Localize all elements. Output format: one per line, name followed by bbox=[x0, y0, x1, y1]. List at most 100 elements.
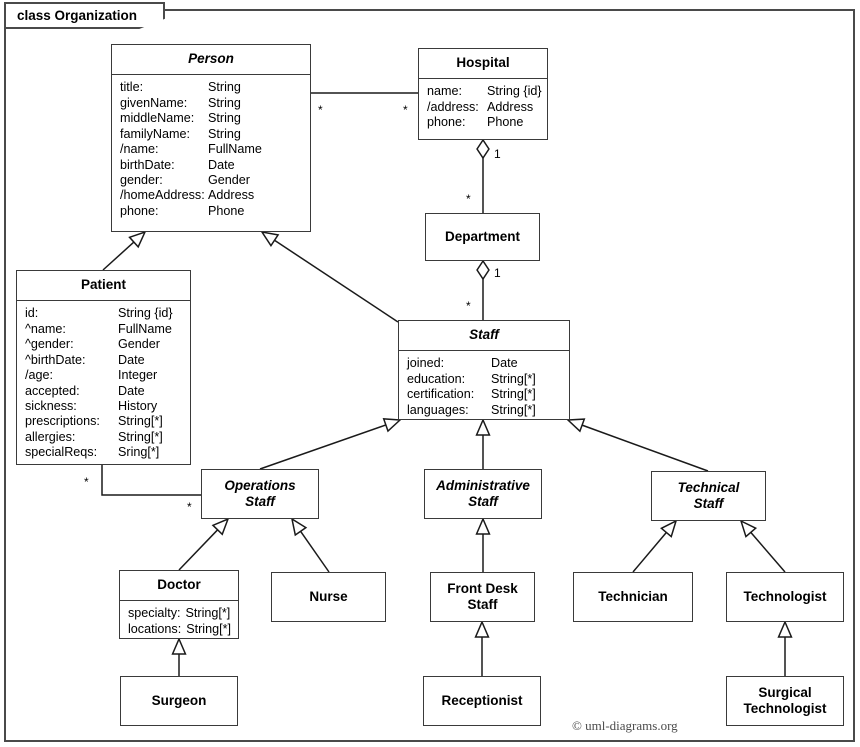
attribute-type: Date bbox=[118, 383, 145, 398]
attribute-name: specialty: bbox=[128, 606, 181, 621]
attribute-name: gender: bbox=[120, 172, 163, 187]
attribute-name: /address: bbox=[427, 99, 479, 114]
attribute-row: locations:String[*] bbox=[120, 622, 238, 637]
attribute-row: phone: Phone bbox=[419, 115, 547, 130]
attribute-type: Date bbox=[118, 352, 145, 367]
attribute-row: /homeAddress:Address bbox=[112, 188, 310, 203]
class-box-technologist[interactable]: Technologist bbox=[726, 572, 844, 622]
attribute-name: allergies: bbox=[25, 429, 76, 444]
attribute-name: accepted: bbox=[25, 383, 80, 398]
attribute-row: sickness: History bbox=[17, 399, 190, 414]
attribute-type: Phone bbox=[487, 115, 524, 130]
attribute-row: accepted: Date bbox=[17, 384, 190, 399]
attribute-type: Phone bbox=[208, 203, 245, 218]
class-name-nurse: Nurse bbox=[309, 588, 348, 604]
attribute-row: specialReqs: Sring[*] bbox=[17, 445, 190, 460]
attribute-row: languages: String[*] bbox=[399, 403, 569, 418]
attribute-type: String[*] bbox=[186, 621, 232, 636]
attribute-row: ^name:FullName bbox=[17, 322, 190, 337]
attribute-type: String[*] bbox=[185, 606, 231, 621]
attribute-type: String bbox=[208, 80, 241, 95]
attribute-name: familyName: bbox=[120, 126, 190, 141]
attribute-row: joined: Date bbox=[399, 356, 569, 371]
attribute-row: familyName: String bbox=[112, 127, 310, 142]
attribute-type: FullName bbox=[118, 321, 172, 336]
attribute-row: allergies: String[*] bbox=[17, 430, 190, 445]
attribute-type: String bbox=[208, 95, 241, 110]
class-name-receptionist: Receptionist bbox=[441, 692, 523, 708]
attribute-row: /name:FullName bbox=[112, 142, 310, 157]
class-box-department[interactable]: Department bbox=[425, 213, 540, 261]
attribute-type: String {id} bbox=[118, 306, 173, 321]
attribute-name: /homeAddress: bbox=[120, 188, 205, 203]
attribute-type: Sring[*] bbox=[118, 445, 160, 460]
attribute-row: ^gender: Gender bbox=[17, 337, 190, 352]
attribute-name: ^gender: bbox=[25, 337, 74, 352]
class-box-technician[interactable]: Technician bbox=[573, 572, 693, 622]
attribute-row: /address: Address bbox=[419, 100, 547, 115]
class-box-surgeon[interactable]: Surgeon bbox=[120, 676, 238, 726]
attribute-type: Gender bbox=[118, 337, 161, 352]
attribute-type: String[*] bbox=[491, 371, 536, 386]
attribute-type: String[*] bbox=[491, 387, 536, 402]
class-attributes-patient: id: String {id}^name:FullName^gender: Gend… bbox=[17, 301, 190, 466]
attribute-row: specialty: String[*] bbox=[120, 606, 238, 621]
attribute-name: education: bbox=[407, 371, 466, 386]
attribute-type: String[*] bbox=[491, 402, 536, 417]
attribute-row: birthDate:Date bbox=[112, 158, 310, 173]
attribute-name: joined: bbox=[407, 356, 445, 371]
class-name-surgeon: Surgeon bbox=[151, 692, 207, 708]
attribute-row: name:String {id} bbox=[419, 84, 547, 99]
attribute-type: String bbox=[208, 111, 241, 126]
class-name-patient: Patient bbox=[17, 271, 190, 302]
attribute-type: String bbox=[208, 126, 241, 141]
class-box-receptionist[interactable]: Receptionist bbox=[423, 676, 541, 726]
attribute-name: sickness: bbox=[25, 398, 77, 413]
diagram-frame-border bbox=[4, 9, 855, 742]
copyright-notice: © uml-diagrams.org bbox=[572, 718, 678, 733]
attribute-name: phone: bbox=[427, 115, 466, 130]
attribute-name: ^birthDate: bbox=[25, 352, 86, 367]
attribute-name: phone: bbox=[120, 203, 159, 218]
class-box-nurse[interactable]: Nurse bbox=[271, 572, 386, 622]
attribute-type: Date bbox=[491, 356, 518, 371]
attribute-name: languages: bbox=[407, 402, 469, 417]
class-box-patient[interactable]: Patient id: String {id}^name:FullName^gend… bbox=[16, 270, 191, 465]
attribute-type: String[*] bbox=[118, 429, 163, 444]
class-name-technologist: Technologist bbox=[743, 588, 827, 604]
attribute-type: String {id} bbox=[487, 84, 542, 99]
attribute-row: gender: Gender bbox=[112, 173, 310, 188]
attribute-name: id: bbox=[25, 306, 39, 321]
attribute-type: History bbox=[118, 398, 158, 413]
class-name-technician: Technician bbox=[598, 588, 668, 604]
attribute-name: title: bbox=[120, 80, 144, 95]
attribute-name: certification: bbox=[407, 387, 475, 402]
attribute-type: FullName bbox=[208, 142, 262, 157]
attribute-name: specialReqs: bbox=[25, 445, 98, 460]
diagram-frame-tab-label: class Organization bbox=[4, 2, 166, 29]
attribute-type: Address bbox=[487, 99, 534, 114]
attribute-row: education: String[*] bbox=[399, 372, 569, 387]
attribute-row: id: String {id} bbox=[17, 306, 190, 321]
attribute-type: Address bbox=[208, 188, 255, 203]
attribute-type: String[*] bbox=[118, 414, 163, 429]
class-attributes-staff: joined: Date education: String[*] certificat… bbox=[399, 351, 569, 424]
class-attributes-doctor: specialty: String[*]locations:String[*] bbox=[120, 601, 238, 643]
attribute-row: prescriptions:String[*] bbox=[17, 414, 190, 429]
class-attributes-hospital: name:String {id}/address: Address phone: Ph… bbox=[419, 79, 547, 136]
attribute-name: birthDate: bbox=[120, 157, 175, 172]
attribute-type: Gender bbox=[208, 172, 251, 187]
